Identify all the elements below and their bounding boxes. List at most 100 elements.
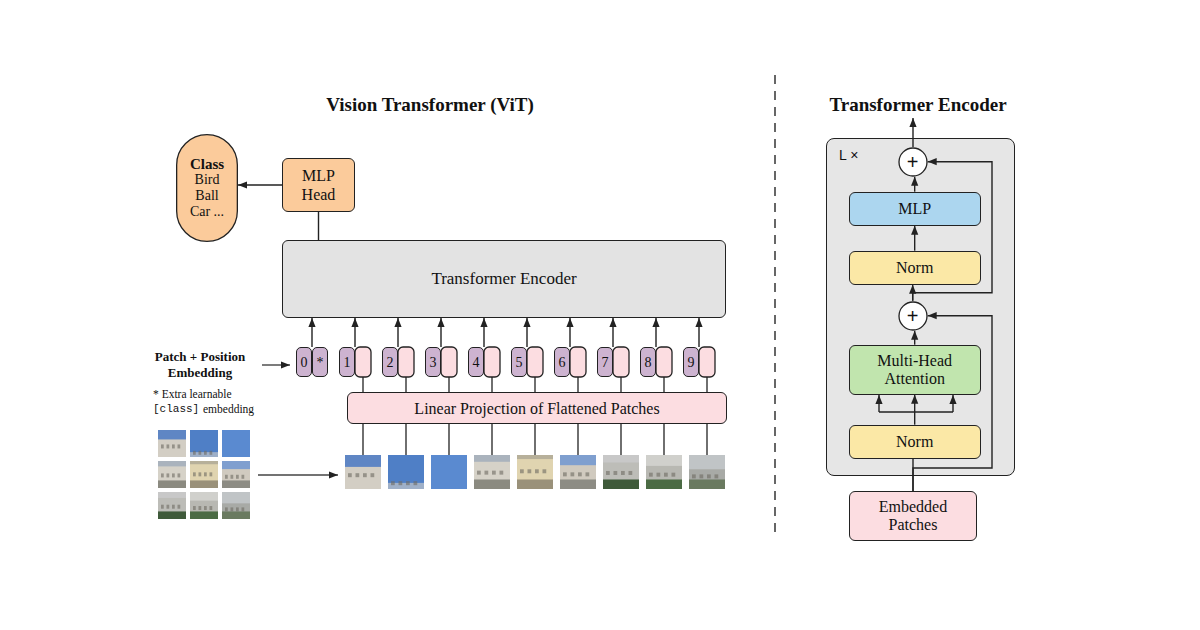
node-text: Multi-Head Attention <box>860 352 970 388</box>
patch-line <box>663 424 664 455</box>
patch-ground <box>158 480 186 488</box>
patch-window <box>172 505 175 509</box>
image-patch <box>689 455 725 489</box>
attention-box: Multi-Head Attention <box>849 345 981 395</box>
patch-ground <box>689 479 725 489</box>
connector <box>912 285 913 301</box>
connector <box>914 226 915 251</box>
patch-window <box>492 471 496 475</box>
output-heading: Class <box>190 156 224 172</box>
patch-window <box>204 506 207 510</box>
patch-line <box>491 424 492 455</box>
encoder-box: Transformer Encoder <box>282 240 726 318</box>
patch-window <box>193 451 196 455</box>
node-text: * <box>317 354 324 371</box>
node-text: MLP Head <box>293 166 345 204</box>
annotation: Patch + Position Embedding <box>144 349 256 381</box>
connector <box>569 318 570 347</box>
patch-window <box>535 469 539 473</box>
patch-window <box>563 472 567 476</box>
patch-window <box>210 506 213 510</box>
patch-window <box>210 451 213 455</box>
patch-window <box>657 473 661 477</box>
patch-window <box>629 471 633 475</box>
circle-shape <box>899 148 927 176</box>
mlp-head-box: MLP Head <box>282 158 355 212</box>
patch-ground <box>158 511 186 519</box>
patch-building <box>158 439 186 457</box>
patch-line <box>405 424 406 455</box>
image-patch <box>431 455 467 489</box>
patch-window <box>528 469 532 473</box>
patch-window <box>672 473 676 477</box>
image-patch <box>345 455 381 489</box>
footnote: embedding <box>203 402 254 416</box>
patch-embedding-box <box>527 347 543 377</box>
patch-ground <box>517 479 553 489</box>
projection-box: Linear Projection of Flattened Patches <box>347 392 727 424</box>
patch-window <box>199 472 202 476</box>
patch-window <box>543 469 547 473</box>
patch-window <box>242 507 245 511</box>
add-circle: + <box>898 301 928 331</box>
patch-sky <box>689 455 725 489</box>
pill-shape <box>177 135 238 242</box>
patch-building <box>158 466 186 488</box>
patch-window <box>193 506 196 510</box>
patch-window <box>161 444 164 448</box>
image-patch <box>517 455 553 489</box>
patch-window <box>715 474 719 478</box>
patch-window <box>500 471 504 475</box>
patch-sky <box>474 455 510 489</box>
patch-sky <box>646 455 682 489</box>
patch-window <box>578 472 582 476</box>
patch-window <box>204 451 207 455</box>
patch-line <box>577 424 578 455</box>
patch-window <box>225 475 228 479</box>
patch-window <box>231 507 234 511</box>
patch-sky <box>603 455 639 489</box>
leader-arrow <box>262 364 290 365</box>
image-patch <box>388 455 424 489</box>
patch-window <box>371 473 375 477</box>
patch-ground <box>222 511 250 519</box>
patch-window <box>391 481 395 485</box>
patch-window <box>236 475 239 479</box>
patch-ground <box>560 479 596 489</box>
patch-window <box>363 473 367 477</box>
patch-line <box>405 377 406 392</box>
patch-building <box>345 467 381 489</box>
patch-window <box>161 505 164 509</box>
patch-line <box>663 377 664 392</box>
patch-ground <box>222 480 250 488</box>
token-index: 3 <box>425 347 441 377</box>
patch-window <box>167 473 170 477</box>
patch-sky <box>158 430 186 457</box>
patch-window <box>242 475 245 479</box>
connector <box>354 318 355 347</box>
node-text: 0 <box>301 354 308 371</box>
encoder-block: L ×+MLPNorm+Multi-Head AttentionNorm <box>826 138 1015 476</box>
patch-window <box>406 481 410 485</box>
norm-box: Norm <box>849 425 981 459</box>
image-patch <box>474 455 510 489</box>
attention-split-line <box>879 411 953 412</box>
patch-window <box>692 474 696 478</box>
patch-building <box>646 466 682 489</box>
patch-sky <box>190 461 218 488</box>
patch-sky <box>158 492 186 519</box>
patch-line <box>534 424 535 455</box>
patch-window <box>664 473 668 477</box>
image-patch <box>603 455 639 489</box>
embedded-patches-box: Embedded Patches <box>849 491 977 541</box>
class-token: * <box>312 347 328 377</box>
patch-window <box>193 472 196 476</box>
patch-embedding-box <box>441 347 457 377</box>
node-text: 5 <box>516 354 523 371</box>
patch-line <box>620 424 621 455</box>
patch-building <box>190 464 218 488</box>
patch-embedding-box <box>355 347 371 377</box>
patch-sky <box>222 492 250 519</box>
node-text: 6 <box>559 354 566 371</box>
patch-sky <box>388 455 424 489</box>
